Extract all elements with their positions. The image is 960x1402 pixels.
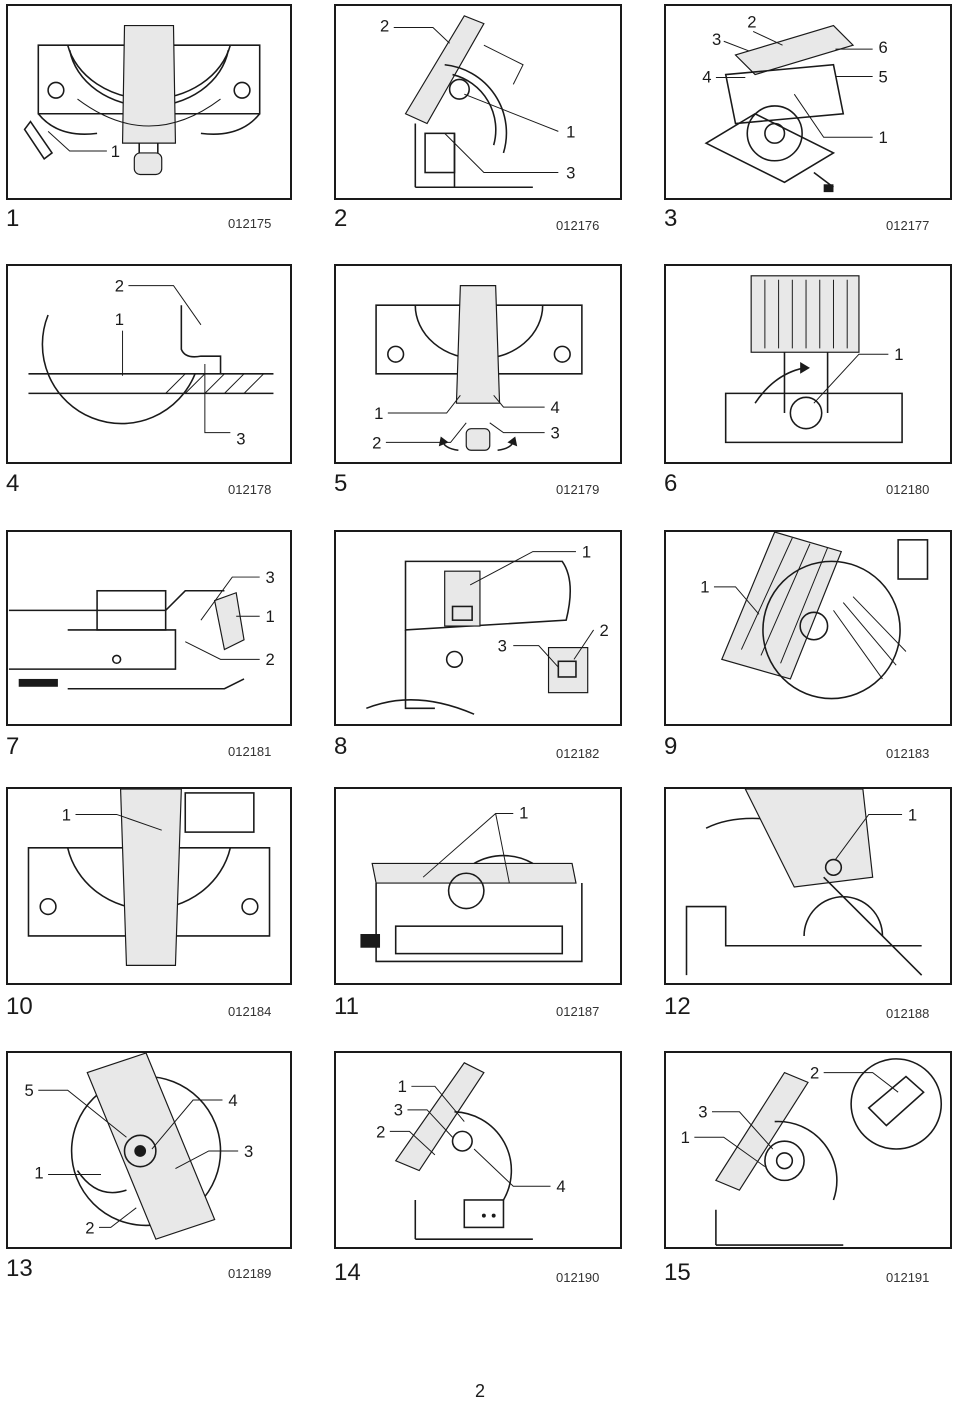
figure-2-illustration: 2 1 3 [334, 4, 622, 200]
figure-3-illustration: 2 3 6 4 5 1 [664, 4, 952, 200]
motor-brush-cap-drawing [366, 560, 589, 715]
blade-guard-table-closeup-drawing [721, 532, 929, 700]
figure-number: 4 [6, 470, 20, 497]
callout-label: 5 [25, 1081, 34, 1100]
callout-label: 2 [747, 13, 756, 32]
miter-saw-front-view-drawing [27, 789, 271, 966]
figure-12-illustration: 1 [664, 787, 952, 985]
figure-13-illustration: 5 4 3 1 2 [6, 1051, 292, 1249]
callout-label: 1 [908, 805, 917, 824]
miter-saw-rear-view-drawing [724, 275, 903, 444]
callout-label: 3 [244, 1142, 253, 1161]
callout-label: 3 [498, 637, 507, 656]
callout-label: 4 [228, 1091, 237, 1110]
miter-saw-side-view-drawing [404, 15, 533, 189]
callout-label: 3 [551, 423, 560, 442]
figure-number: 10 [6, 993, 33, 1020]
figure-9-illustration: 1 [664, 530, 952, 726]
callout-label: 1 [374, 404, 383, 423]
blade-fence-clearance-diagram [28, 305, 274, 425]
figure-code: 012180 [886, 482, 930, 497]
callout-label: 2 [599, 621, 608, 640]
figure-5-illustration: 1 4 2 3 [334, 264, 622, 464]
figure-number: 6 [664, 470, 678, 497]
figure-code: 012187 [556, 1004, 600, 1019]
callout-label: 1 [266, 607, 275, 626]
callout-label: 4 [551, 398, 560, 417]
figure-code: 012176 [556, 218, 600, 233]
page-number: 2 [474, 1381, 485, 1401]
figure-14-illustration: 1 3 2 4 [334, 1051, 622, 1249]
callout-label: 2 [85, 1218, 94, 1237]
figure-code: 012182 [556, 746, 600, 761]
figure-number: 2 [334, 205, 348, 232]
blade-replacement-side-drawing [394, 1062, 533, 1240]
callout-label: 2 [810, 1063, 819, 1082]
figure-code: 012178 [228, 482, 272, 497]
figure-1-illustration: 1 [6, 4, 292, 200]
callout-label: 2 [380, 16, 389, 35]
figure-number: 1 [6, 205, 20, 232]
callout-label: 2 [376, 1122, 385, 1141]
figure-code: 012191 [886, 1270, 930, 1285]
figure-6-illustration: 1 [664, 264, 952, 464]
figure-code: 012183 [886, 746, 930, 761]
figure-11-illustration: 1 [334, 787, 622, 985]
figure-code: 012177 [886, 218, 930, 233]
callout-label: 1 [111, 142, 120, 161]
figure-code: 012181 [228, 744, 272, 759]
callout-label: 1 [681, 1128, 690, 1147]
callout-label: 1 [34, 1163, 43, 1182]
figure-10-illustration: 1 [6, 787, 292, 985]
callout-label: 1 [115, 310, 124, 329]
callout-label: 3 [566, 163, 575, 182]
figure-number: 12 [664, 993, 691, 1020]
figure-number: 11 [334, 993, 359, 1020]
callout-label: 1 [894, 345, 903, 364]
saw-bevel-adjustment-drawing [685, 789, 923, 976]
callout-label: 1 [879, 128, 888, 147]
figure-4-illustration: 2 1 3 [6, 264, 292, 464]
figure-code: 012184 [228, 1004, 272, 1019]
miter-saw-base-side-drawing [8, 589, 245, 690]
figure-15-illustration: 2 3 1 [664, 1051, 952, 1249]
figure-number: 7 [6, 733, 20, 760]
callout-label: 1 [582, 542, 591, 561]
callout-label: 3 [236, 429, 245, 448]
callout-label: 1 [700, 578, 709, 597]
callout-label: 4 [702, 67, 711, 86]
miter-saw-top-view-wrench-drawing [23, 25, 261, 176]
figure-number: 5 [334, 470, 348, 497]
callout-label: 5 [879, 67, 888, 86]
callout-label: 1 [566, 122, 575, 141]
callout-label: 1 [62, 805, 71, 824]
figure-number: 14 [334, 1259, 361, 1286]
figure-8-illustration: 1 2 3 [334, 530, 622, 726]
figure-number: 3 [664, 205, 678, 232]
figure-code: 012188 [886, 1006, 930, 1021]
callout-label: 3 [698, 1103, 707, 1122]
figure-number: 15 [664, 1259, 691, 1286]
callout-label: 3 [394, 1101, 403, 1120]
blade-installation-with-detail-drawing [715, 1058, 943, 1246]
callout-label: 3 [712, 30, 721, 49]
figure-code: 012189 [228, 1266, 272, 1281]
miter-saw-table-upright-drawing [704, 24, 855, 193]
figure-number: 13 [6, 1255, 33, 1282]
callout-label: 2 [372, 433, 381, 452]
figure-code: 012175 [228, 216, 272, 231]
figure-code: 012190 [556, 1270, 600, 1285]
callout-label: 2 [115, 276, 124, 295]
figure-number: 9 [664, 733, 678, 760]
callout-label: 1 [519, 803, 528, 822]
callout-label: 3 [266, 568, 275, 587]
callout-label: 4 [556, 1177, 565, 1196]
figure-7-illustration: 3 1 2 [6, 530, 292, 726]
callout-label: 1 [398, 1077, 407, 1096]
callout-label: 2 [266, 650, 275, 669]
figure-code: 012179 [556, 482, 600, 497]
figure-number: 8 [334, 733, 348, 760]
miter-saw-top-view-lock-knob-drawing [375, 285, 583, 452]
callout-label: 6 [879, 38, 888, 57]
